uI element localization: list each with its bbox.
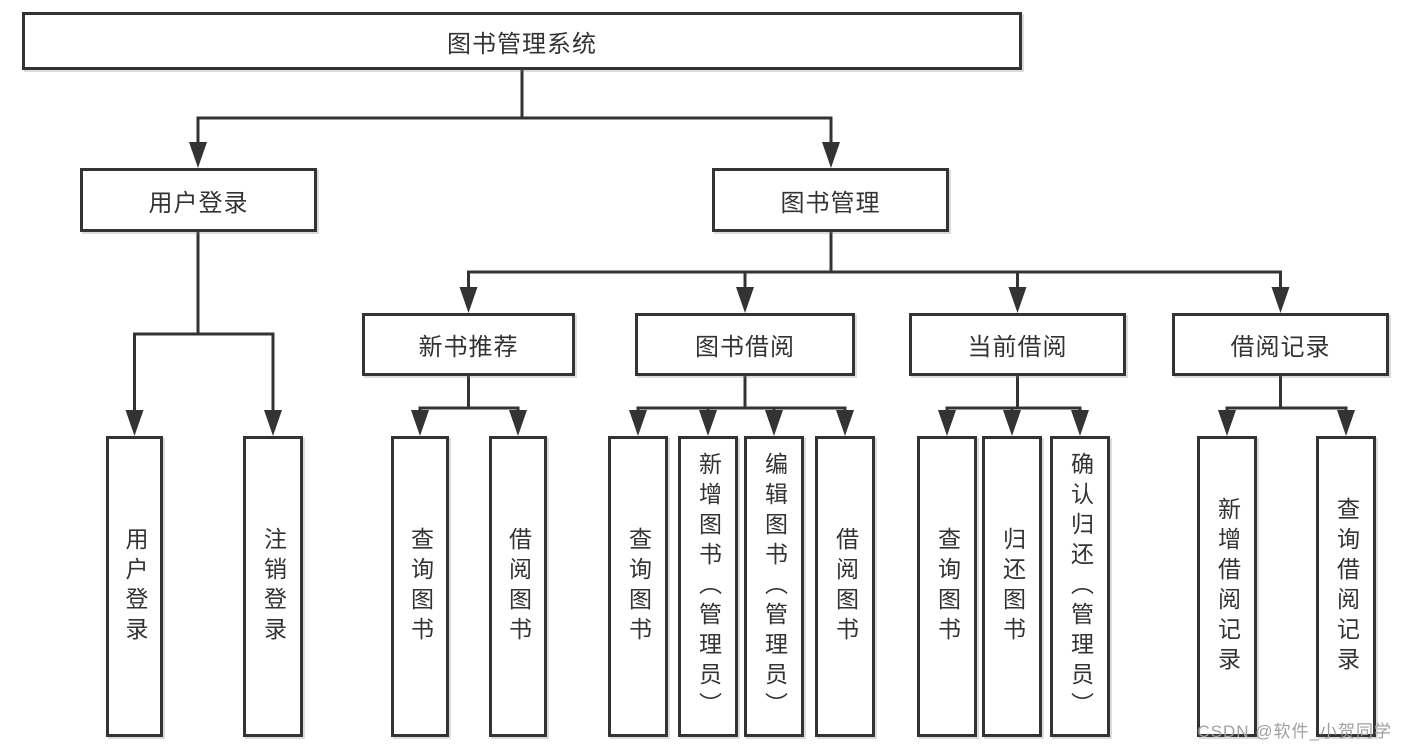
node-user-login: 用户登录 [80,168,317,232]
leaf-label: 归还图书 [999,526,1026,647]
leaf-query-books-recommend: 查询图书 [391,436,449,737]
leaf-borrow-books: 借阅图书 [815,436,875,737]
node-label: 当前借阅 [967,334,1068,361]
arrowhead-icon [629,410,647,436]
leaf-label: 借阅图书 [832,526,859,647]
node-label: 用户登录 [148,189,249,217]
node-label: 图书管理 [780,189,881,217]
leaf-label: 编辑图书（管理员） [761,451,788,722]
leaf-label: 注销登录 [260,526,287,647]
leaf-edit-book-admin: 编辑图书（管理员） [744,436,804,737]
arrowhead-icon [1271,287,1290,313]
arrowhead-icon [264,410,282,436]
node-current-borrow: 当前借阅 [909,313,1126,376]
node-new-book-recommend: 新书推荐 [362,313,575,376]
arrowhead-icon [836,410,854,436]
arrowhead-icon [1008,287,1027,313]
arrowhead-icon [938,410,956,436]
leaf-query-books-borrow: 查询图书 [608,436,668,737]
leaf-label: 用户登录 [122,526,148,647]
leaf-query-books-current: 查询图书 [917,436,977,737]
arrowhead-icon [699,410,717,436]
leaf-borrow-books-recommend: 借阅图书 [489,436,547,737]
leaf-add-book-admin: 新增图书（管理员） [678,436,738,737]
leaf-confirm-return-admin: 确认归还（管理员） [1050,436,1110,737]
arrowhead-icon [509,410,527,436]
node-label: 新书推荐 [418,334,519,361]
arrowhead-icon [1218,410,1236,436]
node-label: 借阅记录 [1230,334,1331,361]
leaf-label: 新增借阅记录 [1214,496,1241,677]
arrowhead-icon [736,287,754,313]
arrowhead-icon [459,287,478,313]
leaf-logout-login: 注销登录 [243,436,303,737]
arrowhead-icon [765,410,783,436]
node-label: 图书管理系统 [447,30,597,58]
csdn-watermark: CSDN @软件_小贺同学 [1197,722,1392,741]
arrowhead-icon [125,410,144,436]
leaf-user-login: 用户登录 [106,436,163,737]
arrowhead-icon [822,142,840,168]
leaf-add-borrow-record: 新增借阅记录 [1197,436,1257,737]
node-borrow-records: 借阅记录 [1172,313,1389,376]
node-book-management: 图书管理 [712,168,949,232]
arrowhead-icon [411,410,429,436]
arrowhead-icon [1337,410,1355,436]
arrowhead-icon [189,142,207,168]
node-book-borrow: 图书借阅 [635,313,855,376]
arrowhead-icon [1071,410,1089,436]
leaf-label: 借阅图书 [505,526,532,647]
arrowhead-icon [1003,410,1021,436]
leaf-label: 查询图书 [407,526,434,647]
leaf-label: 查询借阅记录 [1333,496,1360,677]
leaf-query-borrow-record: 查询借阅记录 [1316,436,1376,737]
node-label: 图书借阅 [695,334,795,361]
leaf-return-books: 归还图书 [982,436,1042,737]
leaf-label: 确认归还（管理员） [1067,451,1094,722]
leaf-label: 新增图书（管理员） [695,451,722,722]
node-library-management-system: 图书管理系统 [22,12,1022,70]
leaf-label: 查询图书 [625,526,652,647]
leaf-label: 查询图书 [934,526,961,647]
arrowhead-group [125,142,1355,436]
